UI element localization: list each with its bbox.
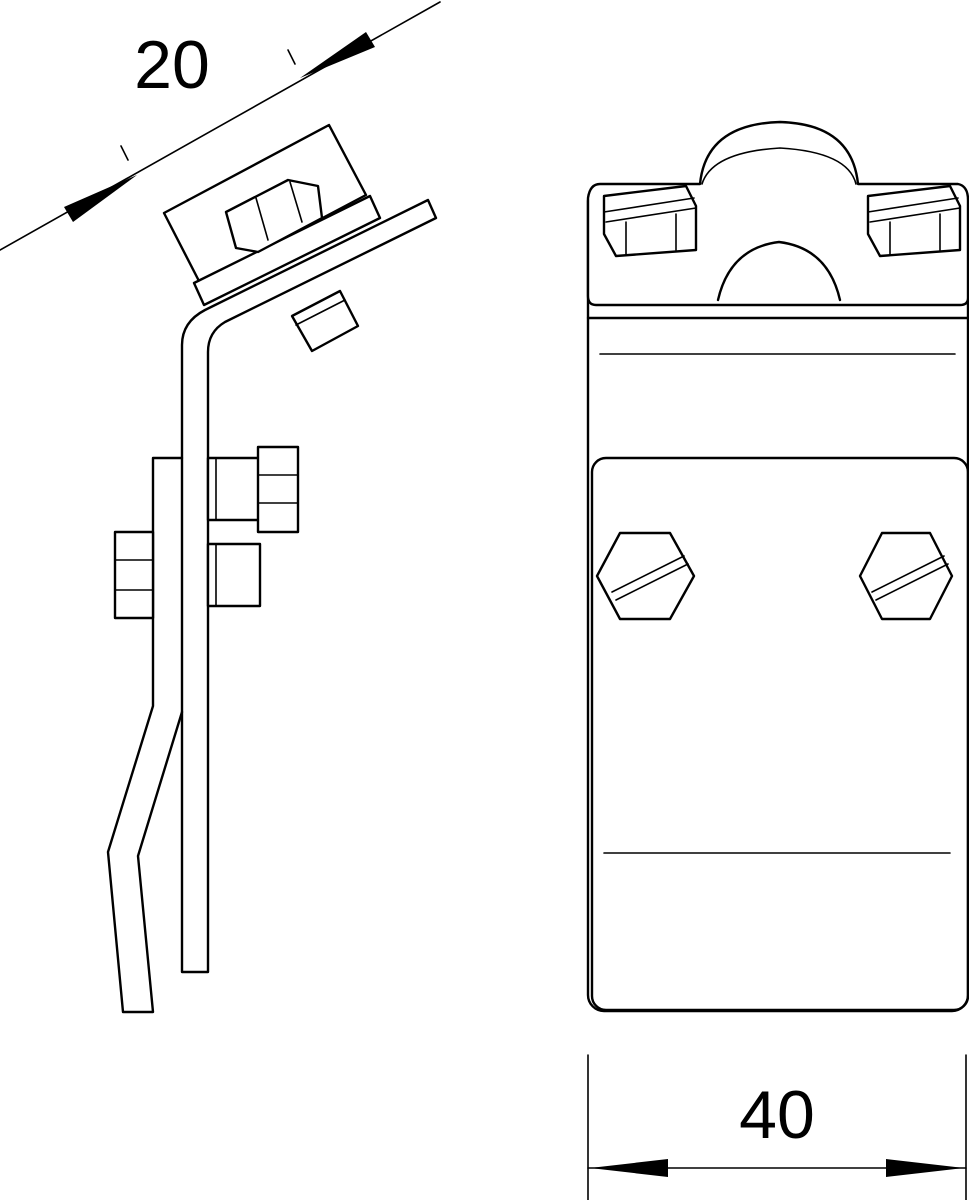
hex-nut-edge-1	[255, 197, 269, 241]
hex-nut-edge-2	[289, 181, 303, 223]
front-bolt-right-head	[858, 531, 954, 621]
extension-tick-left	[120, 145, 129, 161]
side-view: 20	[0, 1, 441, 1014]
side-fasteners	[113, 445, 300, 620]
cap-bolt-left	[602, 184, 698, 258]
top-cap	[586, 120, 969, 307]
extension-tick-right	[287, 49, 296, 65]
front-bolt-right-slot-2	[875, 563, 949, 601]
front-nut-1	[256, 445, 300, 534]
front-view: 40	[586, 120, 969, 1200]
dimension-arrow-left-40	[590, 1159, 668, 1177]
dimension-20: 20	[0, 1, 441, 251]
cap-bolt-right-slot-1	[867, 197, 959, 213]
front-bolt-left	[595, 531, 696, 621]
main-strap	[180, 198, 438, 974]
dimension-arrow-left	[64, 175, 137, 222]
bolt-shank-1	[206, 456, 265, 522]
cap-bolt-left-slot-2	[605, 207, 697, 223]
cap-bolt-left-slot-1	[603, 197, 695, 213]
cap-bolt-right-slot-2	[869, 207, 961, 223]
dimension-arrow-right-40	[886, 1159, 964, 1177]
rear-nut	[113, 530, 155, 620]
front-bolt-left-slot-2	[615, 563, 689, 601]
dimension-40: 40	[587, 1054, 967, 1200]
front-bolt-right	[858, 531, 954, 621]
cap-bolt-right	[866, 184, 962, 258]
bolt-shank-upper	[290, 289, 360, 353]
dimension-label-40: 40	[739, 1077, 815, 1153]
dimension-arrow-right	[300, 32, 375, 78]
lower-plate	[590, 456, 969, 1012]
front-bolt-right-slot-1	[871, 555, 945, 593]
hex-nut-upper	[224, 178, 324, 254]
rear-strap	[106, 456, 184, 1014]
bolt-thread-line	[295, 299, 346, 326]
cap-bolt-right-head	[866, 184, 962, 258]
upper-clamp	[162, 123, 382, 353]
arch-inner	[716, 240, 842, 302]
dimension-label-20: 20	[134, 27, 210, 103]
front-bolt-left-slot-1	[611, 555, 685, 593]
arch-shading	[701, 147, 857, 185]
cap-bolt-left-head	[602, 184, 698, 258]
